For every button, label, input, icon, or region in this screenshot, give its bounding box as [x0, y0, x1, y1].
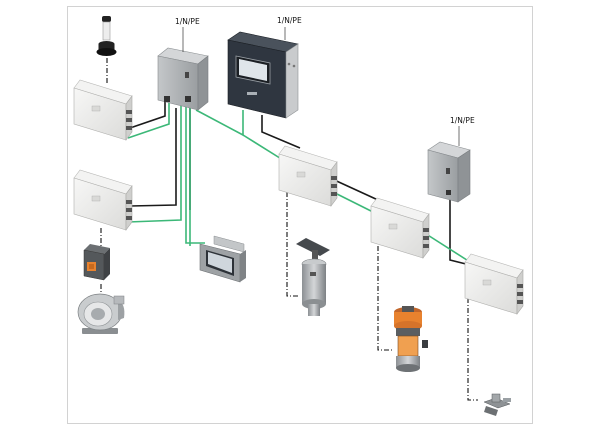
power-cable-box1 [129, 98, 166, 129]
bus-cable-box3 [242, 134, 284, 161]
power-cable-box4 [329, 177, 379, 201]
cabinet-left-label: 1/N/PE [175, 17, 200, 26]
controller-box-icon [464, 253, 524, 315]
blower-icon [77, 293, 125, 334]
bus-cable-panel [185, 104, 205, 244]
controller-box-icon [370, 197, 430, 259]
signal-line-loader [286, 192, 300, 297]
cabinet-right-label: 1/N/PE [450, 116, 475, 125]
bus-cable-box5 [422, 231, 471, 263]
controller-box-icon [73, 169, 133, 231]
switch-box-icon [83, 244, 110, 281]
electrical-cabinet-icon [427, 141, 471, 203]
bus-cable-box2 [127, 104, 182, 223]
bus-cable-main [195, 109, 244, 137]
signal-line-valve [467, 298, 478, 401]
power-cable-box2 [129, 108, 177, 207]
gravimetric-blender-icon [394, 306, 428, 372]
controller-box-icon [278, 145, 338, 207]
main-control-cabinet-icon [227, 31, 299, 119]
controller-box-icon [73, 79, 133, 141]
valve-icon [483, 393, 511, 416]
electrical-cabinet-icon [157, 47, 209, 111]
signal-line-blender [377, 246, 392, 351]
signal-tower-icon [96, 16, 117, 56]
bus-cable-box1 [127, 100, 170, 139]
power-cable-box3 [261, 115, 301, 149]
cabinet-main-label: 1/N/PE [277, 16, 302, 25]
hopper-loader-icon [296, 238, 330, 316]
diagram-frame [67, 6, 533, 424]
touch-panel-icon [199, 235, 246, 283]
